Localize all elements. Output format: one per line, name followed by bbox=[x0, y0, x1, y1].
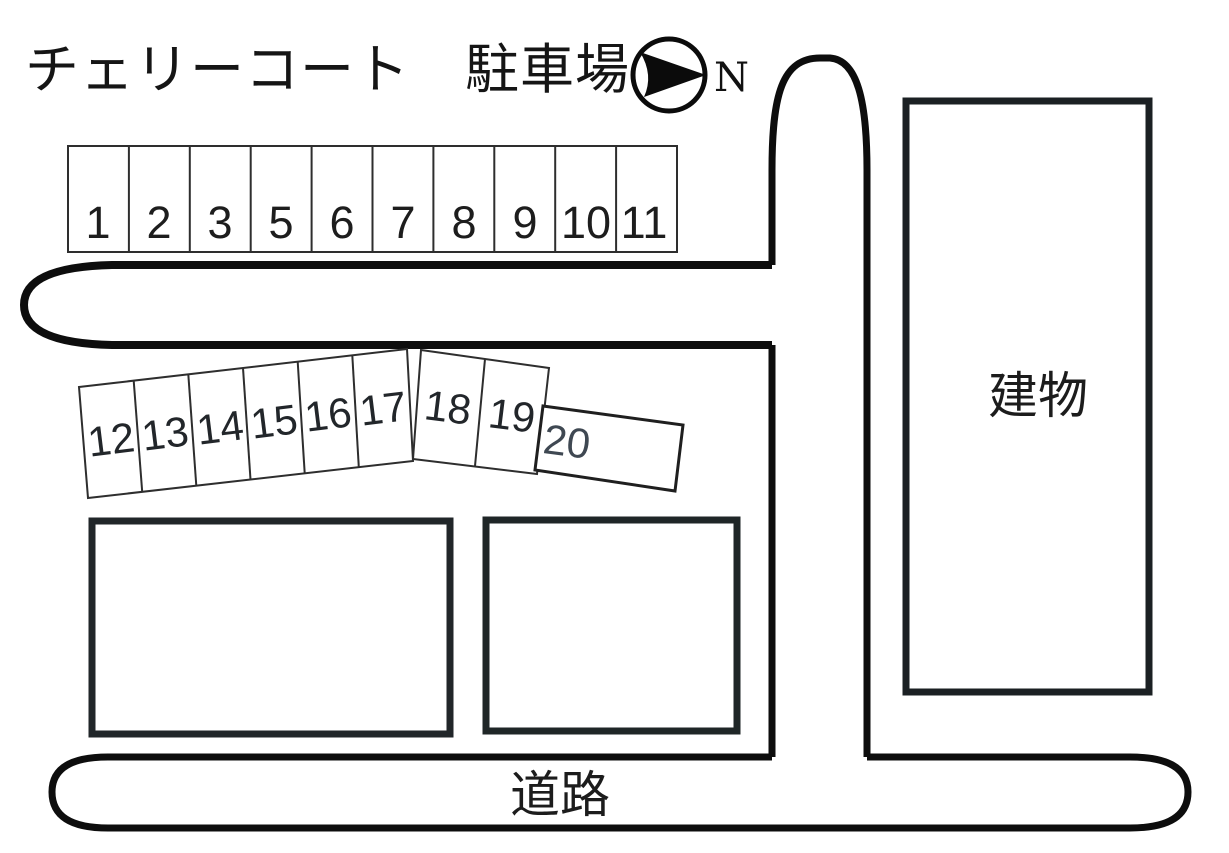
parking-row-3: 18 19 bbox=[411, 348, 551, 476]
space-label: 13 bbox=[139, 407, 191, 459]
space-label: 10 bbox=[561, 197, 611, 248]
north-compass-icon bbox=[630, 36, 708, 114]
driveway-outline-right bbox=[768, 54, 871, 757]
bottom-road-label: 道路 bbox=[510, 767, 610, 823]
space-label: 8 bbox=[451, 197, 476, 248]
right-block-outline bbox=[482, 516, 741, 735]
building: 建物 bbox=[902, 97, 1153, 696]
internal-road-loop bbox=[20, 261, 772, 349]
parking-row-3-divider bbox=[474, 358, 486, 467]
space-label: 7 bbox=[390, 197, 415, 248]
building-outline bbox=[902, 97, 1153, 696]
parking-row-2-dividers bbox=[132, 355, 360, 492]
page-title: チェリーコート 駐車場 bbox=[25, 40, 630, 100]
left-block-outline bbox=[88, 517, 454, 738]
space-label: 19 bbox=[486, 389, 538, 441]
parking-row-1: 1 2 3 5 6 7 8 9 10 11 bbox=[67, 145, 678, 253]
compass-needle bbox=[640, 52, 706, 97]
compass-north-label: N bbox=[714, 55, 749, 101]
space-label: 17 bbox=[357, 382, 409, 434]
parking-row-1-dividers bbox=[127, 146, 618, 252]
space-label: 5 bbox=[268, 197, 293, 248]
space-label: 11 bbox=[621, 197, 668, 248]
bottom-road-outline bbox=[48, 753, 1192, 832]
parking-space-20-outline bbox=[533, 404, 685, 493]
space-label: 6 bbox=[329, 197, 354, 248]
building-label: 建物 bbox=[988, 368, 1088, 424]
space-label: 9 bbox=[512, 197, 537, 248]
space-label: 15 bbox=[248, 395, 300, 447]
space-label: 1 bbox=[85, 197, 110, 248]
space-label: 18 bbox=[422, 381, 474, 433]
space-label: 2 bbox=[146, 197, 171, 248]
bottom-road: 道路 bbox=[48, 753, 1192, 832]
space-label: 20 bbox=[541, 415, 593, 468]
space-label: 12 bbox=[85, 413, 137, 465]
space-label: 14 bbox=[194, 401, 246, 453]
space-label: 16 bbox=[302, 388, 354, 440]
space-label: 3 bbox=[207, 197, 232, 248]
parking-space-20: 20 bbox=[533, 404, 685, 493]
parking-row-2: 12 13 14 15 16 17 bbox=[77, 347, 415, 500]
